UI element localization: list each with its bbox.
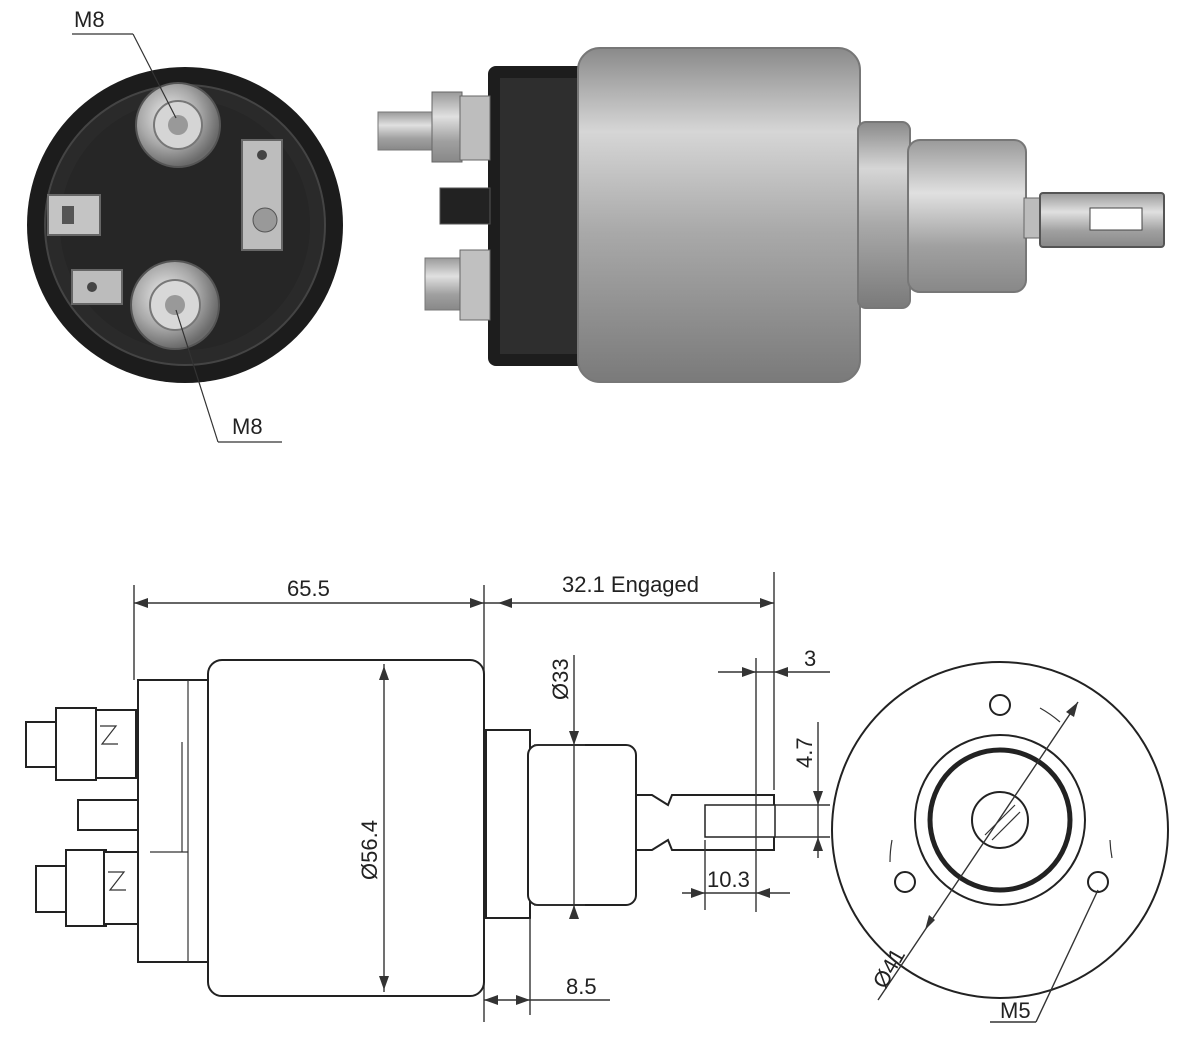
drawing-flange (485, 729, 531, 919)
side-view-photo (377, 47, 1165, 383)
upper-terminal-label: M8 (74, 7, 105, 32)
dim-nose-diameter: Ø33 (548, 658, 573, 700)
dim-body-length: 65.5 (287, 576, 330, 601)
drawing-spade (77, 799, 139, 831)
front-view-drawing: Ø41 M5 (831, 661, 1169, 1023)
drawing-lower-nut (35, 865, 71, 913)
drawing-cap (137, 679, 211, 963)
front-nose-inner (927, 747, 1073, 893)
upper-stud (377, 111, 441, 151)
mount-hole-right (1087, 871, 1109, 893)
dim-plunger-travel: 32.1 Engaged (562, 572, 699, 597)
lower-stud (424, 257, 464, 311)
housing-step (857, 121, 911, 309)
dim-mount-thread: M5 (1000, 998, 1031, 1023)
nose-tube (907, 139, 1027, 293)
upper-terminal-bolt (135, 82, 221, 168)
dim-body-diameter: Ø56.4 (357, 820, 382, 880)
lower-terminal-bolt (130, 260, 220, 350)
mount-hole-left (894, 871, 916, 893)
drawing-housing (207, 659, 485, 997)
lower-terminal-label: M8 (232, 414, 263, 439)
dim-nose-offset: 8.5 (566, 974, 597, 999)
middle-spade (439, 187, 491, 225)
mount-hole-top (989, 694, 1011, 716)
end-view-photo: M8 M8 (27, 7, 343, 443)
dim-tab-hole: 4.7 (792, 737, 817, 768)
silver-housing (577, 47, 861, 383)
side-elevation-drawing: 65.5 32.1 Engaged Ø56.4 (25, 572, 830, 1022)
drawing-nose (527, 744, 637, 906)
dim-tab-length: 10.3 (707, 867, 750, 892)
dim-tab-thickness: 3 (804, 646, 816, 671)
